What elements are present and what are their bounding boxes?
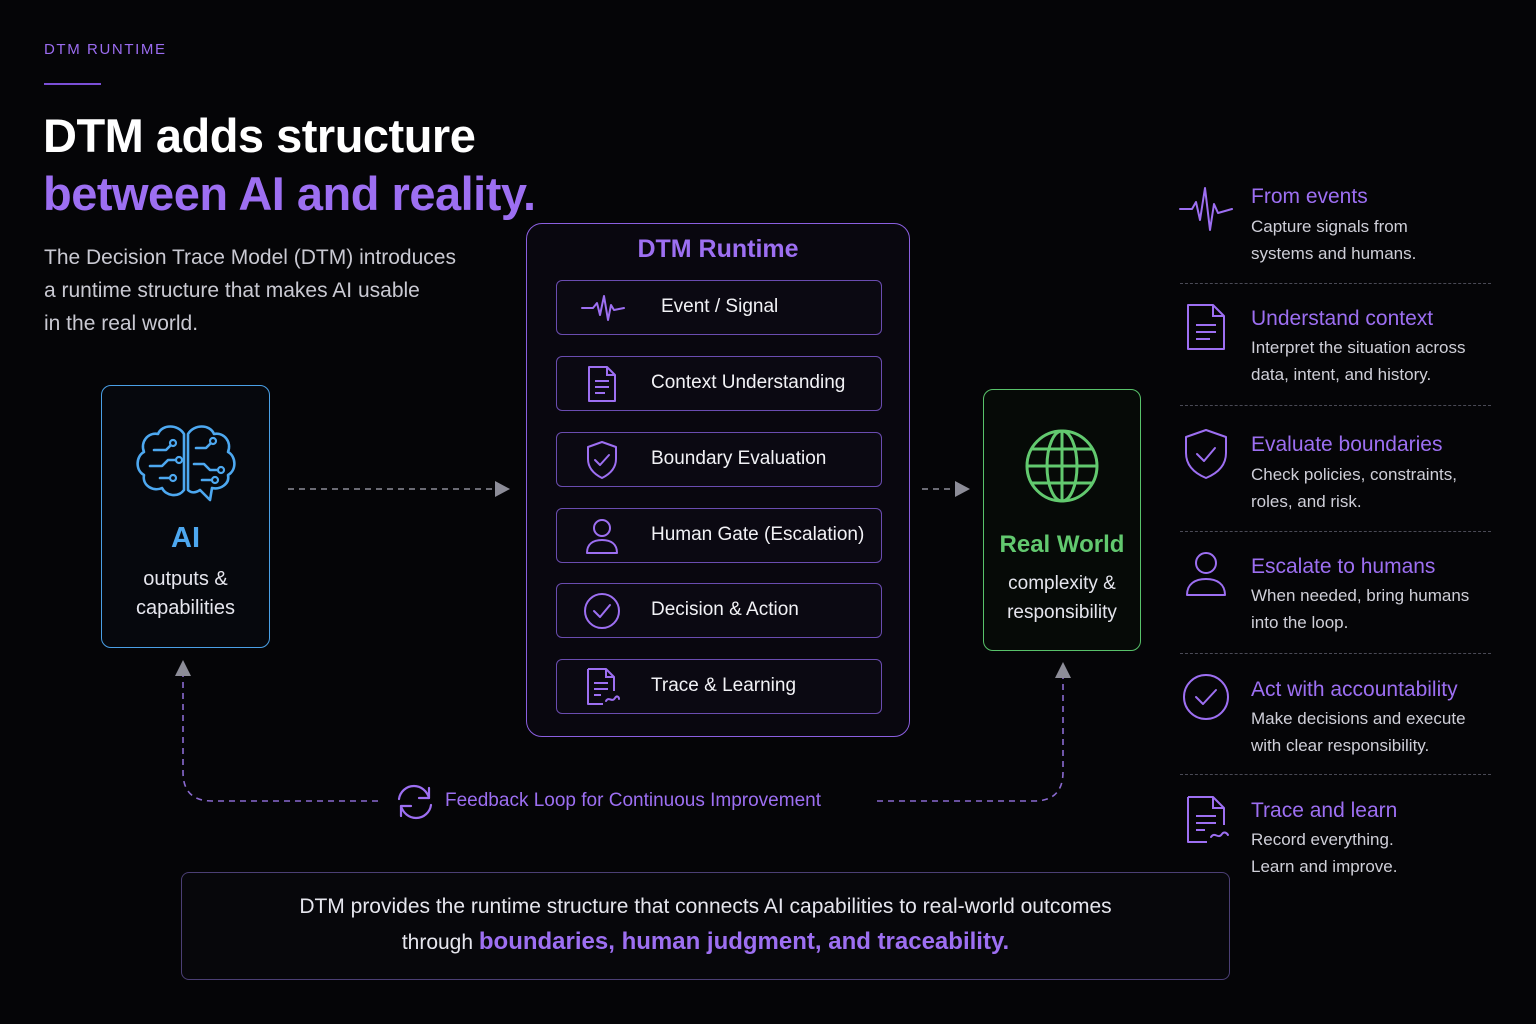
- summary-line-2: through boundaries, human judgment, and …: [181, 928, 1230, 956]
- dtm-runtime-title: DTM Runtime: [637, 235, 799, 263]
- feature-desc: Interpret the situation across: [1251, 338, 1466, 357]
- feature-desc: Check policies, constraints,: [1251, 465, 1457, 484]
- runtime-step-boundary-evaluation: Boundary Evaluation: [556, 432, 882, 487]
- user-icon: [1186, 552, 1226, 596]
- runtime-step-trace-learning: Trace & Learning: [556, 659, 882, 714]
- feature-title-trace: Trace and learn: [1251, 799, 1398, 822]
- refresh-icon: [397, 784, 433, 820]
- feedback-loop-right-arrowhead: [1055, 662, 1071, 678]
- feature-title-escalate: Escalate to humans: [1251, 555, 1436, 578]
- runtime-step-label: Context Understanding: [651, 372, 846, 393]
- runtime-step-label: Event / Signal: [661, 296, 779, 317]
- runtime-step-decision-action: Decision & Action: [556, 583, 882, 638]
- ai-node-subtitle-2: capabilities: [136, 597, 235, 619]
- pulse-icon: [581, 295, 625, 321]
- check-circle-icon: [1183, 674, 1229, 720]
- feature-divider: [1180, 653, 1491, 654]
- runtime-to-world-arrowhead: [955, 481, 970, 497]
- summary-line-1: DTM provides the runtime structure that …: [299, 895, 1112, 918]
- feature-title-act: Act with accountability: [1251, 678, 1458, 701]
- pulse-icon: [1179, 187, 1233, 231]
- feature-divider: [1180, 774, 1491, 775]
- intro-line-3: in the real world.: [44, 312, 199, 335]
- feature-divider: [1180, 405, 1491, 406]
- globe-icon: [1025, 429, 1099, 503]
- feature-title-context: Understand context: [1251, 307, 1434, 330]
- feature-desc: Record everything.: [1251, 830, 1394, 849]
- feedback-loop-left-connector: [182, 675, 378, 802]
- summary-line-2-prefix: through: [401, 931, 479, 954]
- runtime-step-label: Decision & Action: [651, 599, 799, 620]
- runtime-step-human-gate: Human Gate (Escalation): [556, 508, 882, 563]
- summary-panel: [181, 872, 1230, 980]
- feature-desc: Make decisions and execute: [1251, 709, 1466, 728]
- feature-desc: with clear responsibility.: [1251, 736, 1430, 755]
- intro-line-2: a runtime structure that makes AI usable: [44, 279, 420, 302]
- ai-node-subtitle-1: outputs &: [143, 568, 228, 590]
- runtime-step-label: Trace & Learning: [651, 675, 797, 696]
- real-world-title: Real World: [999, 531, 1125, 558]
- feature-desc: roles, and risk.: [1251, 492, 1362, 511]
- feature-title-events: From events: [1251, 185, 1368, 208]
- feature-desc: into the loop.: [1251, 613, 1349, 632]
- summary-highlight: boundaries, human judgment, and traceabi…: [478, 928, 1010, 955]
- feedback-loop-right-connector: [877, 678, 1064, 802]
- ai-node: [101, 385, 270, 648]
- eyebrow-label: DTM RUNTIME: [44, 41, 167, 58]
- runtime-step-context-understanding: Context Understanding: [556, 356, 882, 411]
- feature-divider: [1180, 283, 1491, 284]
- feedback-loop-left-arrowhead: [175, 660, 191, 676]
- ai-node-title: AI: [171, 522, 200, 554]
- document-edit-icon: [1187, 796, 1229, 843]
- ai-to-runtime-arrowhead: [495, 481, 510, 497]
- feature-desc: systems and humans.: [1251, 244, 1417, 263]
- feature-desc: Learn and improve.: [1251, 857, 1398, 876]
- document-icon: [588, 366, 616, 402]
- shield-check-icon: [587, 441, 617, 479]
- feature-divider: [1180, 531, 1491, 532]
- page-title-line2: between AI and reality.: [43, 167, 536, 220]
- runtime-step-label: Boundary Evaluation: [651, 448, 827, 469]
- feature-desc: data, intent, and history.: [1251, 365, 1432, 384]
- feature-desc: Capture signals from: [1251, 217, 1408, 236]
- real-world-subtitle-1: complexity &: [1008, 573, 1116, 594]
- feature-desc: When needed, bring humans: [1251, 586, 1470, 605]
- runtime-step-event-signal: Event / Signal: [556, 280, 882, 335]
- shield-check-icon: [1185, 429, 1227, 479]
- feedback-loop-label: Feedback Loop for Continuous Improvement: [445, 790, 821, 811]
- user-icon: [586, 519, 618, 554]
- document-edit-icon: [587, 668, 620, 705]
- brain-icon: [136, 425, 236, 502]
- check-circle-icon: [584, 593, 620, 629]
- page-title-line1: DTM adds structure: [43, 109, 476, 162]
- intro-line-1: The Decision Trace Model (DTM) introduce…: [44, 246, 456, 269]
- real-world-subtitle-2: responsibility: [1007, 602, 1117, 623]
- runtime-step-label: Human Gate (Escalation): [651, 524, 865, 545]
- eyebrow-divider: [44, 83, 101, 85]
- document-icon: [1187, 304, 1225, 350]
- feature-title-boundaries: Evaluate boundaries: [1251, 433, 1443, 456]
